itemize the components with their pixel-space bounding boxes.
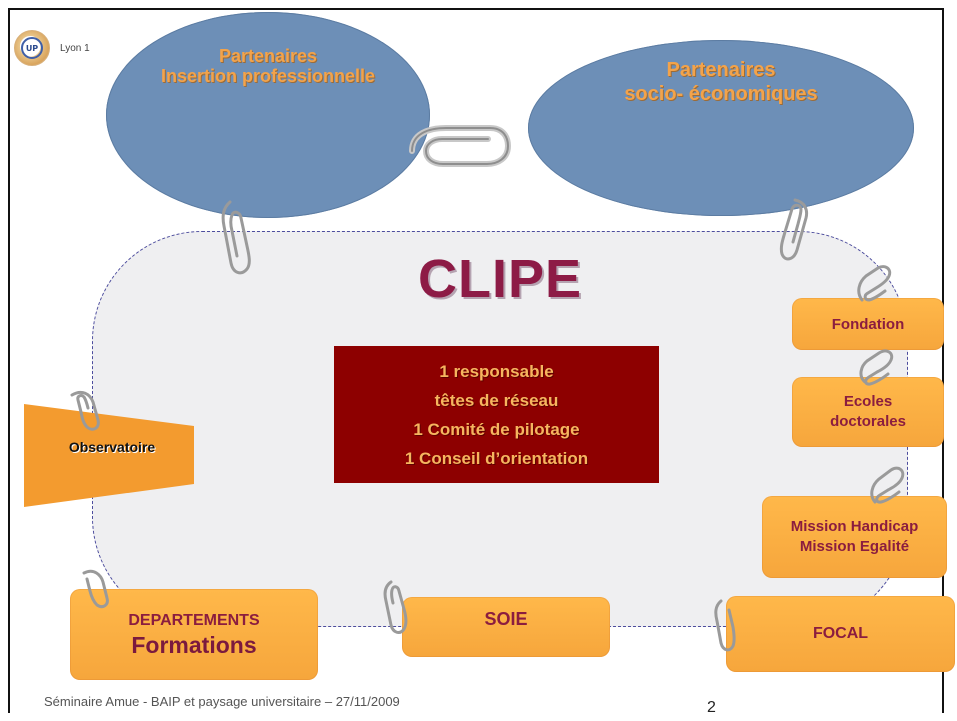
paperclip-icon	[383, 580, 408, 634]
logo-mark: UP	[21, 37, 43, 59]
slide-frame	[8, 8, 944, 713]
departements-box: DEPARTEMENTS Formations	[70, 589, 318, 680]
partner-right-line1: Partenaires	[666, 59, 776, 81]
center-line-1: 1 responsable	[439, 361, 554, 381]
paperclip-icon	[779, 198, 809, 261]
partner-text-socio: Partenaires socio- économiques	[528, 58, 914, 106]
central-info-box: 1 responsable têtes de réseau 1 Comité d…	[334, 346, 659, 483]
mission-box: Mission Handicap Mission Egalité	[762, 496, 947, 578]
observatoire-polygon	[24, 404, 194, 507]
ecoles-line-1: Ecoles	[843, 393, 893, 410]
center-line-3: 1 Comité de pilotage	[413, 419, 580, 439]
mission-line-2: Mission Egalité	[799, 538, 910, 555]
paperclip-icon	[714, 599, 736, 652]
ecoles-line-2: doctorales	[830, 413, 906, 430]
center-line-2: têtes de réseau	[434, 390, 559, 410]
focal-label: FOCAL	[812, 625, 869, 642]
partner-right-line2: socio- économiques	[624, 83, 818, 105]
soie-box: SOIE	[402, 597, 610, 657]
logo: UP Lyon 1	[14, 30, 90, 66]
partner-ellipse-insertion: Partenaires Insertion professionnelle	[106, 12, 430, 218]
focal-box: FOCAL	[726, 596, 955, 672]
paperclip-icon	[70, 390, 100, 431]
fondation-label: Fondation	[831, 315, 905, 333]
paperclip-icon	[857, 265, 892, 302]
departements-line-1: DEPARTEMENTS	[128, 611, 260, 629]
partner-text-insertion: Partenaires Insertion professionnelle	[106, 46, 430, 86]
departements-line-2: Formations	[131, 631, 257, 658]
soie-label: SOIE	[484, 609, 528, 629]
center-line-4: 1 Conseil d’orientation	[404, 448, 589, 468]
partner-left-line2: Insertion professionnelle	[160, 66, 376, 86]
paperclip-icon	[221, 200, 251, 275]
ecoles-doctorales-box: Ecoles doctorales	[792, 377, 944, 447]
paperclip-icon	[859, 349, 894, 386]
clipe-title: CLIPE	[417, 249, 583, 309]
page-number: 2	[707, 699, 716, 716]
university-logo: UP	[14, 30, 50, 66]
partner-ellipse-socio: Partenaires socio- économiques	[528, 40, 914, 216]
observatoire-label: Observatoire	[68, 439, 156, 455]
partner-left-line1: Partenaires	[218, 46, 318, 66]
footer-text: Séminaire Amue - BAIP et paysage univers…	[44, 694, 400, 709]
mission-line-1: Mission Handicap	[790, 518, 919, 535]
paperclip-icon	[870, 466, 905, 504]
paperclip-icon	[82, 569, 109, 609]
observatoire-shape: Observatoire	[24, 404, 194, 507]
paperclip-icon	[409, 125, 512, 167]
fondation-box: Fondation	[792, 298, 944, 350]
logo-text: Lyon 1	[60, 42, 90, 54]
